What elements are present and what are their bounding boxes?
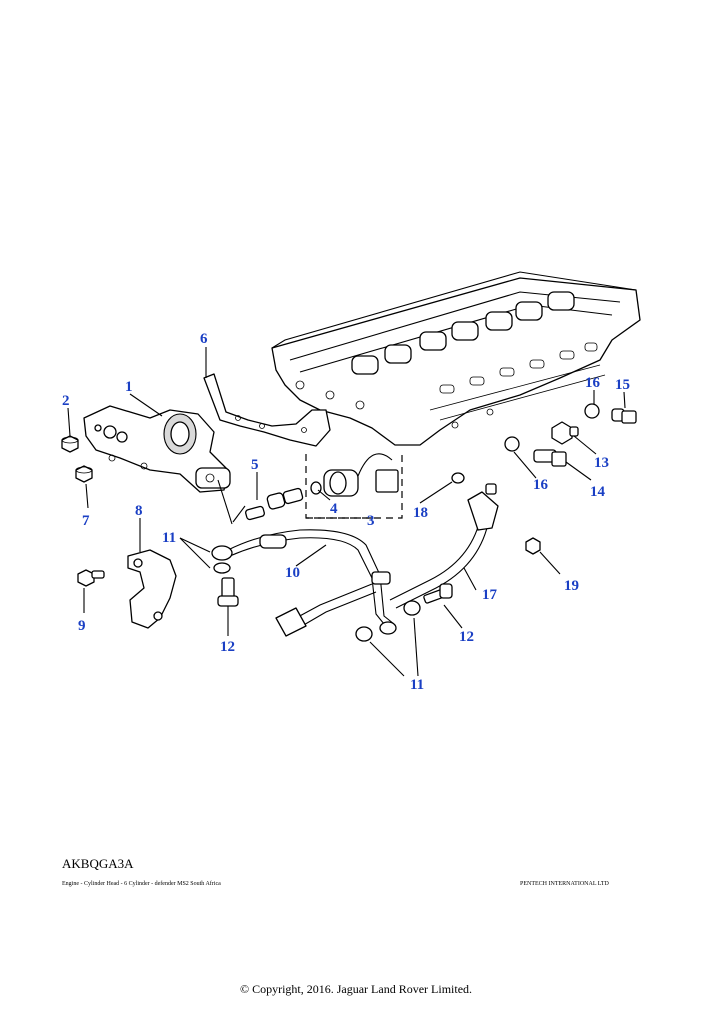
callout-17: 17 bbox=[482, 587, 498, 603]
plug-13 bbox=[551, 421, 579, 445]
o-ring-18 bbox=[451, 472, 465, 484]
washer-11-a bbox=[355, 626, 373, 642]
bolt-7 bbox=[75, 465, 93, 483]
callout-8: 8 bbox=[135, 503, 143, 519]
callout-13: 13 bbox=[594, 455, 609, 471]
plug-15 bbox=[611, 408, 637, 424]
callout-4: 4 bbox=[330, 501, 338, 517]
callout-15: 15 bbox=[615, 377, 630, 393]
callout-6: 6 bbox=[200, 331, 208, 347]
housing-gasket bbox=[203, 373, 331, 447]
oil-pressure-sensor bbox=[310, 453, 399, 497]
coolant-housing bbox=[83, 405, 231, 493]
washer-11-lower bbox=[213, 562, 231, 574]
callout-labels: 1 2 3 4 5 6 7 8 9 10 11 11 12 12 13 14 1… bbox=[62, 331, 630, 693]
copyright-notice: © Copyright, 2016. Jaguar Land Rover Lim… bbox=[239, 982, 473, 996]
oil-pipe bbox=[211, 529, 397, 637]
callout-14: 14 bbox=[590, 484, 606, 500]
bolt-9 bbox=[77, 569, 105, 587]
callout-16-upper: 16 bbox=[585, 375, 601, 391]
callout-12-right: 12 bbox=[459, 629, 474, 645]
bolt-2 bbox=[61, 435, 79, 453]
callout-5: 5 bbox=[251, 457, 259, 473]
callout-7: 7 bbox=[82, 513, 90, 529]
callout-18: 18 bbox=[413, 505, 428, 521]
leader-lines bbox=[67, 347, 626, 677]
diagram-reference: AKBQGA3A bbox=[62, 856, 134, 871]
bolt-19 bbox=[525, 537, 541, 555]
callout-11-upper: 11 bbox=[162, 530, 176, 546]
cylinder-head bbox=[271, 271, 641, 446]
sensor-kit-bracket bbox=[305, 454, 403, 519]
callout-2: 2 bbox=[62, 393, 70, 409]
callout-10: 10 bbox=[285, 565, 300, 581]
banjo-bolt-12-lower bbox=[423, 583, 453, 604]
crank-sensor bbox=[467, 483, 499, 531]
diagram-description: Engine - Cylinder Head - 6 Cylinder - de… bbox=[62, 881, 221, 887]
washer-16-lower bbox=[504, 436, 520, 452]
callout-11-lower: 11 bbox=[410, 677, 424, 693]
callout-19: 19 bbox=[564, 578, 579, 594]
callout-12-left: 12 bbox=[220, 639, 235, 655]
callout-3: 3 bbox=[367, 513, 375, 529]
callout-9: 9 bbox=[78, 618, 86, 634]
washer-16-upper bbox=[584, 403, 600, 419]
callout-16-lower: 16 bbox=[533, 477, 549, 493]
washer-11-b bbox=[403, 600, 421, 616]
engine-bracket bbox=[127, 549, 177, 629]
banjo-bolt-12 bbox=[217, 577, 239, 607]
publisher-name: PENTECH INTERNATIONAL LTD bbox=[520, 881, 609, 887]
sender-14 bbox=[533, 449, 567, 467]
temperature-sender bbox=[245, 487, 304, 521]
callout-1: 1 bbox=[125, 379, 133, 395]
